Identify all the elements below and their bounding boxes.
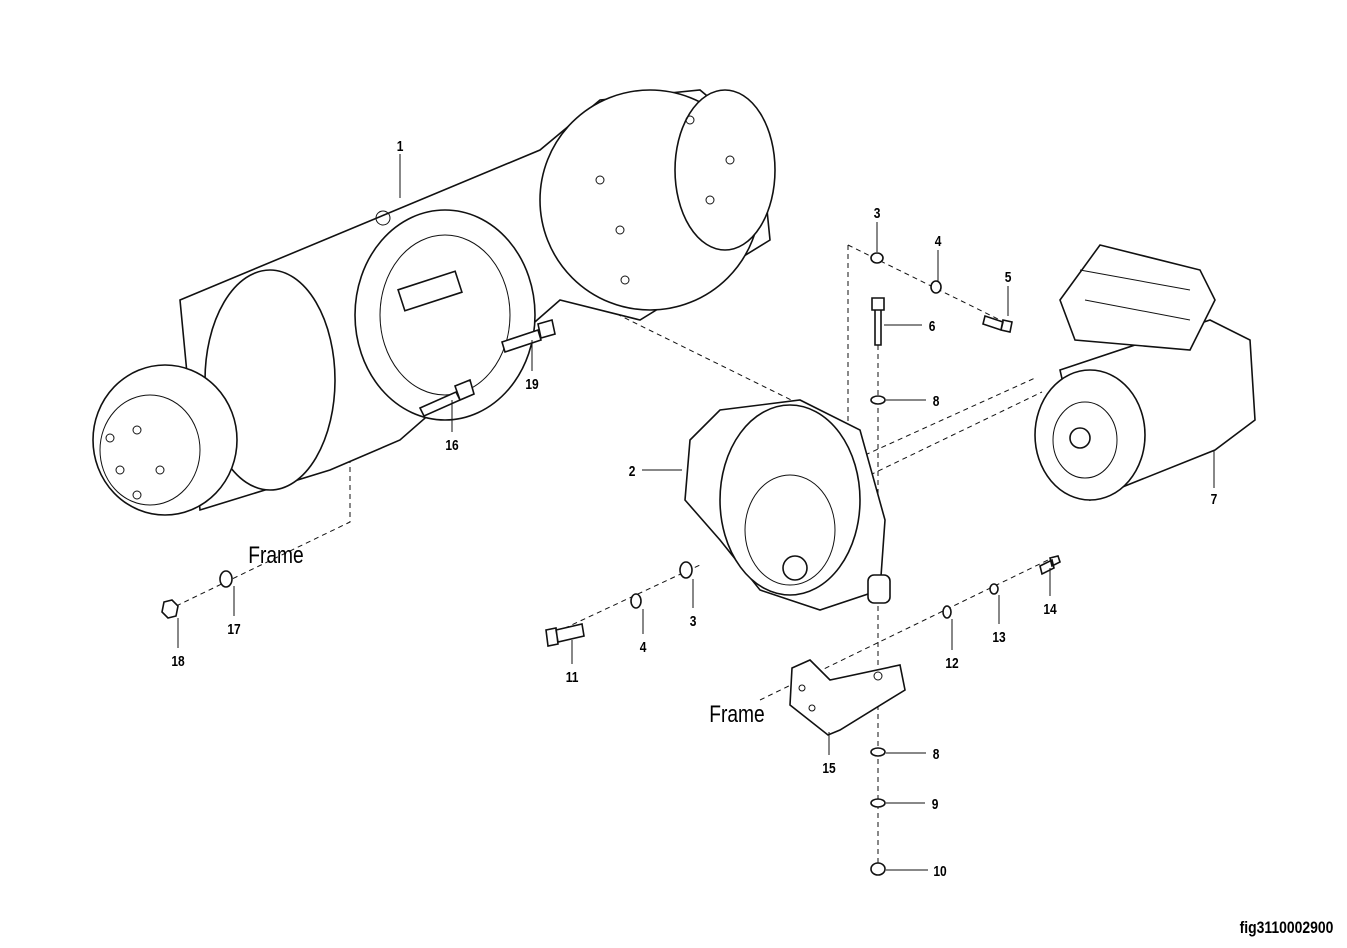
- washer-3-bottom: [679, 561, 693, 579]
- electric-motor: [1034, 244, 1256, 502]
- callout-5: 5: [1005, 269, 1012, 286]
- callout-16: 16: [445, 437, 459, 454]
- washer-8-bottom: [870, 747, 886, 757]
- callout-8-top: 8: [933, 393, 940, 410]
- callout-6: 6: [929, 318, 936, 335]
- callout-18: 18: [171, 653, 185, 670]
- callout-17: 17: [227, 621, 240, 638]
- bolt-19: [501, 318, 556, 354]
- frame-label-bottom: Frame: [709, 700, 764, 728]
- callout-9: 9: [932, 796, 939, 813]
- callout-3-top: 3: [874, 205, 881, 222]
- frame-label-left: Frame: [248, 541, 303, 569]
- callout-4-bottom: 4: [640, 639, 647, 656]
- fasteners: [161, 252, 1061, 876]
- bolt-5: [982, 314, 1013, 333]
- callout-8-bottom: 8: [933, 746, 940, 763]
- gearbox: [684, 399, 891, 611]
- washer-4-bottom: [630, 593, 642, 609]
- bolt-11: [545, 623, 585, 647]
- nut-18: [161, 599, 179, 619]
- callout-10: 10: [933, 863, 946, 880]
- callout-4-top: 4: [935, 233, 942, 250]
- figure-id: fig3110002900: [1239, 918, 1333, 937]
- washer-8-top: [870, 395, 886, 405]
- callout-19: 19: [525, 376, 539, 393]
- mounting-bracket: [789, 659, 906, 736]
- callout-11: 11: [566, 669, 579, 686]
- bolt-16: [418, 378, 475, 418]
- washer-4-top: [930, 280, 942, 294]
- drive-axle: [92, 89, 776, 516]
- bolt-14: [1039, 555, 1061, 576]
- callout-7: 7: [1211, 491, 1218, 508]
- callout-2: 2: [629, 463, 636, 480]
- callout-3-bottom: 3: [690, 613, 697, 630]
- bolt-6: [871, 297, 885, 346]
- nut-10: [870, 862, 886, 876]
- washer-17: [219, 570, 233, 588]
- callout-15: 15: [822, 760, 836, 777]
- callout-1: 1: [397, 138, 404, 155]
- washer-3-top: [870, 252, 884, 264]
- washer-12: [942, 605, 952, 619]
- callout-13: 13: [992, 629, 1006, 646]
- callout-12: 12: [945, 655, 959, 672]
- callout-14: 14: [1043, 601, 1057, 618]
- nut-9: [870, 798, 886, 808]
- leader-lines: [177, 154, 1215, 871]
- washer-13: [989, 583, 999, 595]
